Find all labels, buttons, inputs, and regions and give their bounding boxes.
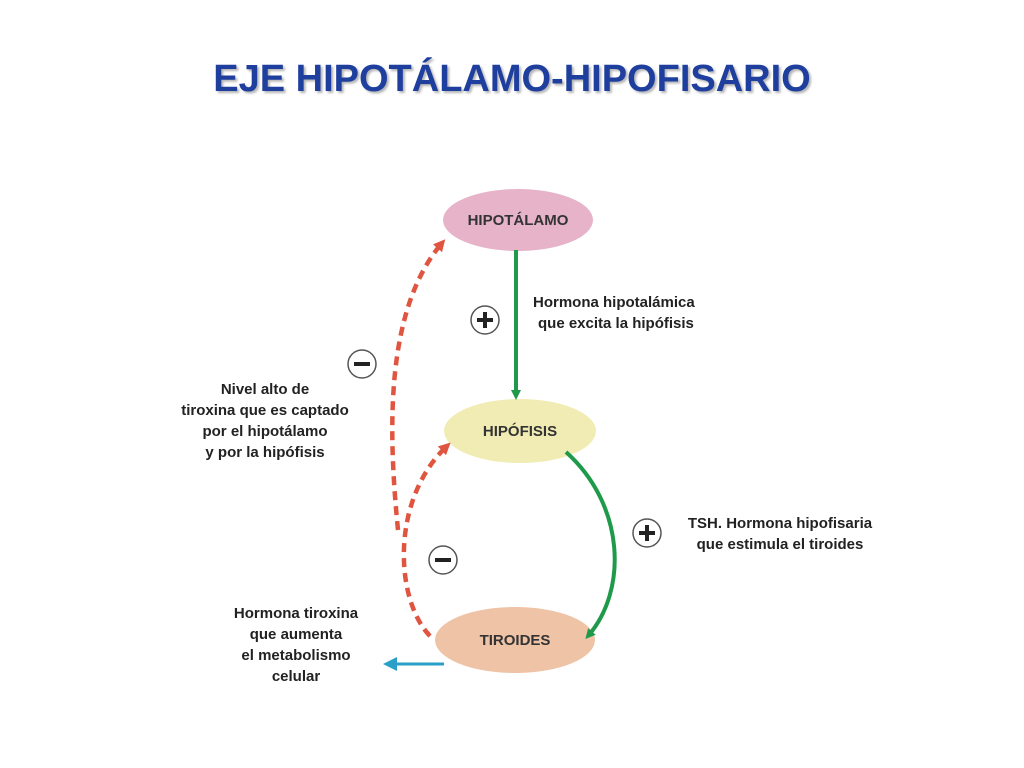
node-hipotalamo-label: HIPOTÁLAMO xyxy=(468,212,569,229)
label-tiroxina: Hormona tiroxina que aumenta el metaboli… xyxy=(206,603,386,687)
plus-icon xyxy=(470,305,500,335)
node-tiroides: TIROIDES xyxy=(435,607,595,673)
label-tsh: TSH. Hormona hipofisaria que estimula el… xyxy=(670,513,890,555)
arrow-feedback-to-hipofisis xyxy=(401,442,451,638)
label-line: que excita la hipófisis xyxy=(538,315,694,332)
label-nivel-alto: Nivel alto de tiroxina que es captado po… xyxy=(155,379,375,463)
node-hipotalamo: HIPOTÁLAMO xyxy=(443,189,593,251)
label-line: el metabolismo xyxy=(241,647,351,664)
label-line: por el hipotálamo xyxy=(202,423,328,440)
label-line: que estimula el tiroides xyxy=(696,536,864,553)
minus-icon xyxy=(428,545,458,575)
node-hipofisis: HIPÓFISIS xyxy=(444,399,596,463)
label-line: Hormona hipotalámica xyxy=(533,294,695,311)
label-line: Hormona tiroxina xyxy=(233,605,359,622)
node-hipofisis-label: HIPÓFISIS xyxy=(483,422,557,440)
label-line: tiroxina que es captado xyxy=(181,402,349,419)
label-line: TSH. Hormona hipofisaria xyxy=(687,515,873,532)
minus-icon xyxy=(347,349,377,379)
label-line: y por la hipófisis xyxy=(205,444,325,461)
plus-icon xyxy=(632,518,662,548)
label-line: celular xyxy=(271,668,321,685)
label-line: que aumenta xyxy=(249,626,343,643)
label-line: Nivel alto de xyxy=(220,381,310,398)
arrow-hipofisis-to-tiroides xyxy=(564,450,617,640)
label-hormona-hipotalamica: Hormona hipotalámica que excita la hipóf… xyxy=(533,292,695,334)
node-tiroides-label: TIROIDES xyxy=(480,632,551,649)
slide-title: EJE HIPOTÁLAMO-HIPOFISARIO xyxy=(213,58,811,100)
arrow-feedback-to-hipotalamo xyxy=(390,239,446,531)
